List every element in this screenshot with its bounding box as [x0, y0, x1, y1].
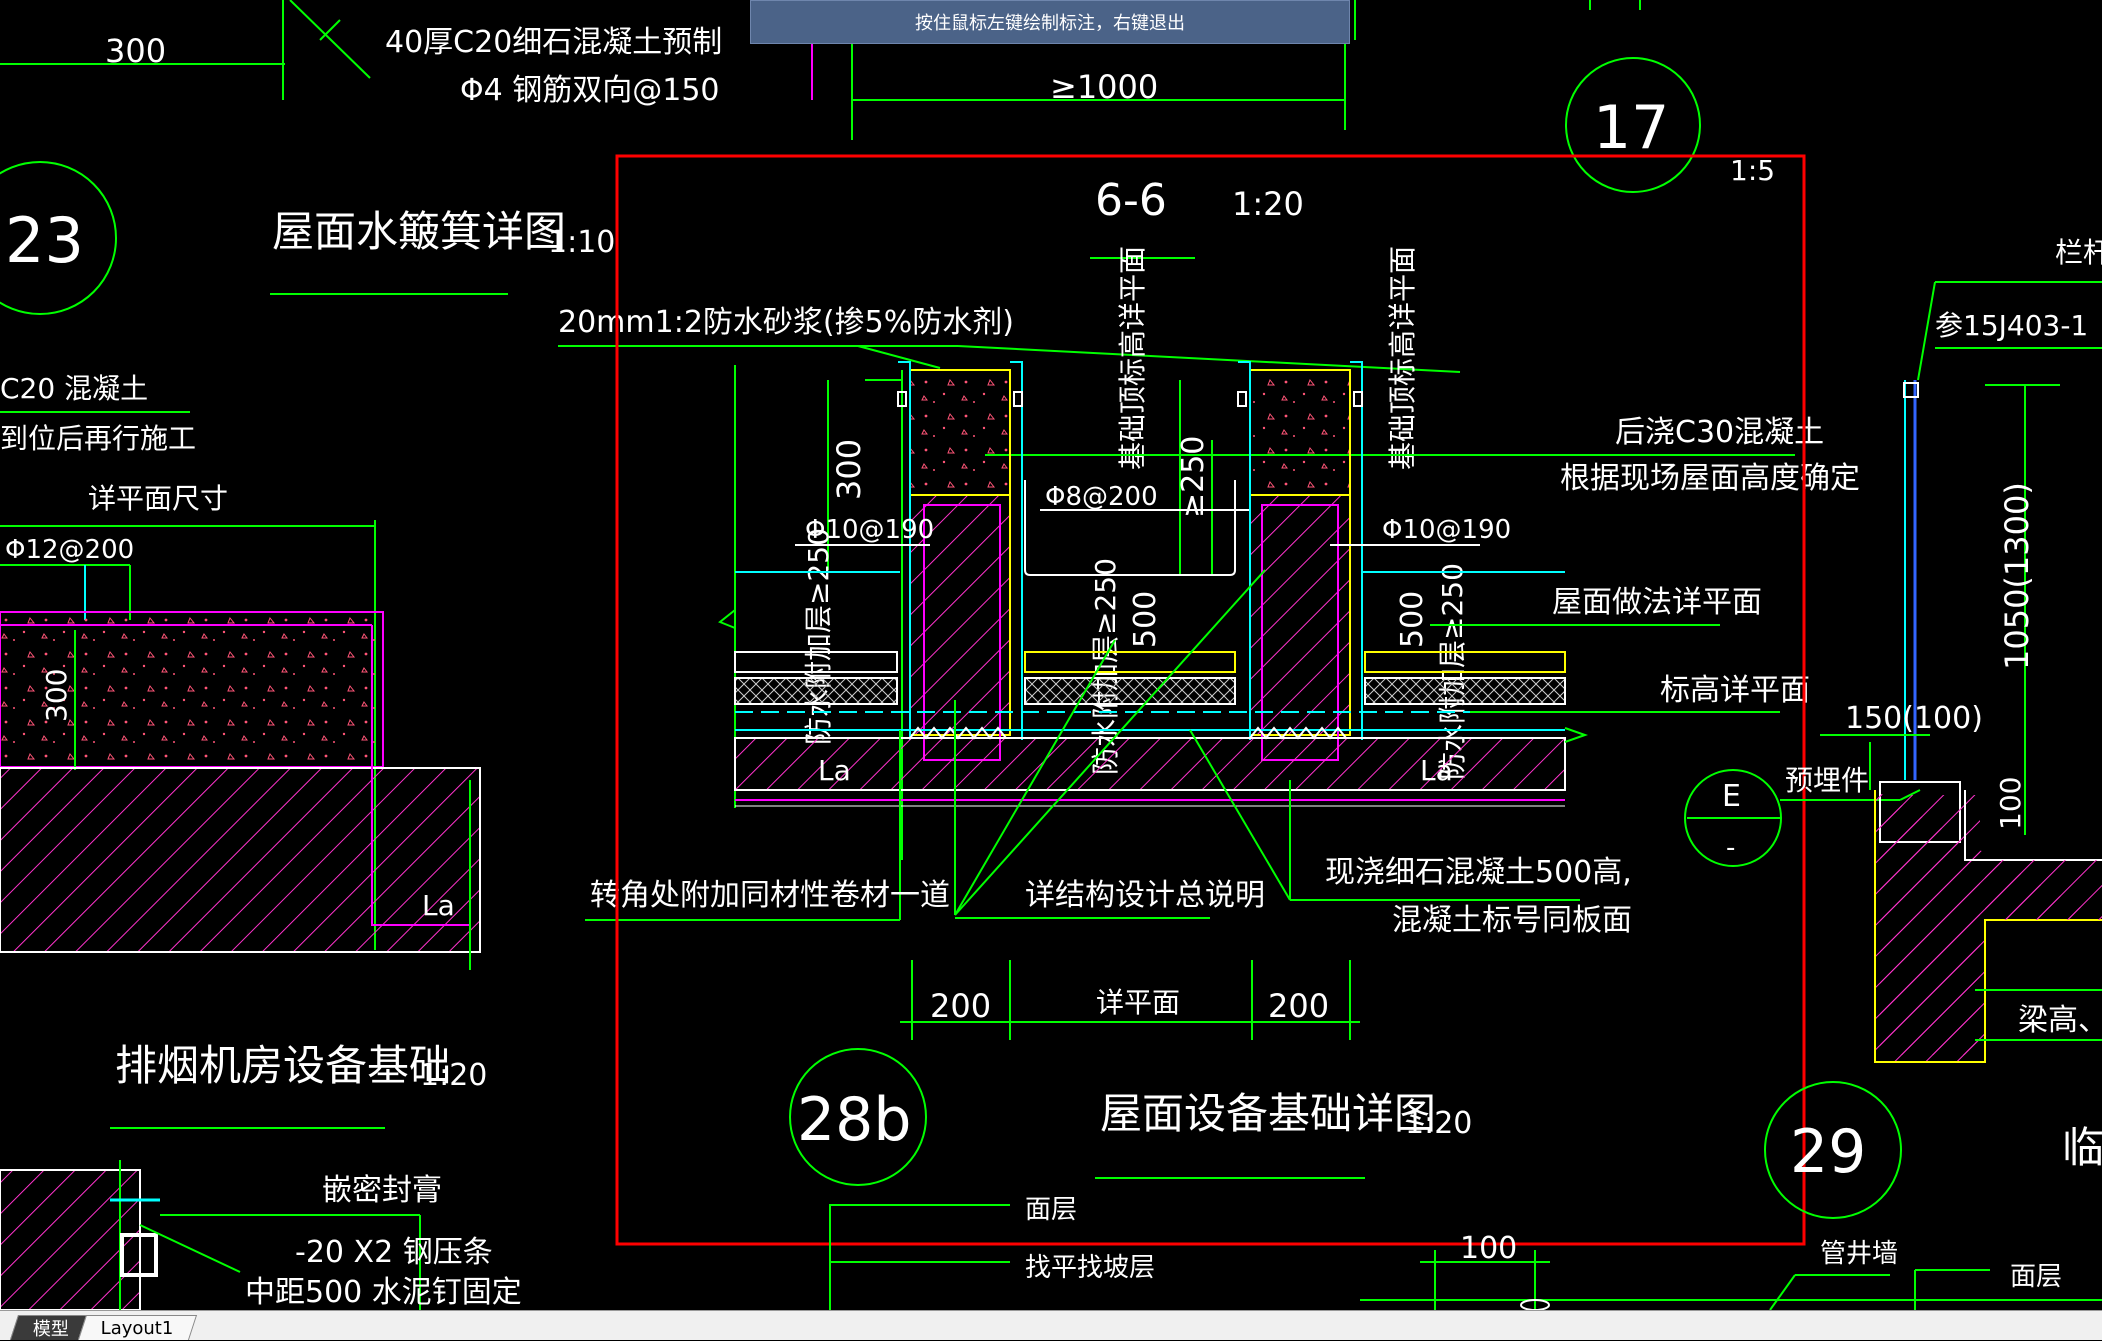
surface-label-2: 面层: [2010, 1262, 2062, 1292]
top-dim-300: 300: [105, 32, 166, 70]
bottom-annotations: 面层 找平找坡层 100 管井墙 面层: [829, 1195, 2102, 1310]
detail-28b-scale: 1:20: [1405, 1106, 1472, 1141]
cast-note-1: 现浇细石混凝土500高,: [1325, 855, 1632, 890]
marker-dash: -: [1726, 833, 1735, 863]
rebar-10-left: Φ10@190: [805, 515, 934, 545]
cast-note-2: 混凝土标号同板面: [1392, 903, 1632, 938]
section-scale: 1:20: [1232, 185, 1304, 223]
elev-left: 基础顶标高详平面: [1116, 246, 1149, 470]
steel-bar-note: -20 X2 钢压条: [295, 1235, 493, 1270]
dim-ge250-mid: ≥250: [1176, 436, 1211, 518]
dim-500-right: 500: [1395, 591, 1430, 648]
beam-label: 梁高、梁: [2018, 1003, 2102, 1038]
after-note: 到位后再行施工: [0, 422, 196, 455]
section-label: 6-6: [1095, 175, 1167, 226]
detail-23-title: 屋面水簸箕详图: [272, 207, 566, 256]
railing-label: 栏杆: [2055, 236, 2102, 269]
elev-right: 基础顶标高详平面: [1386, 246, 1419, 470]
detail-29-number: 29: [1790, 1117, 1866, 1187]
selection-rectangle[interactable]: [615, 154, 1806, 1246]
plan-size-note: 详平面尺寸: [88, 482, 228, 515]
section-6-6: 6-6 1:20 20mm1:2防水砂浆(掺5%防水剂) 基础顶标高详平面 基础…: [558, 175, 1860, 1186]
rebar-12: Φ12@200: [5, 535, 134, 565]
detail-23: 23 屋面水簸箕详图 1:10 C20 混凝土 到位后再行施工 详平面尺寸 Φ1…: [0, 161, 615, 970]
sealant-note: 嵌密封膏: [322, 1173, 442, 1208]
tab-layout1[interactable]: Layout1: [77, 1315, 197, 1340]
dim-ge1000: ≥1000: [1050, 68, 1158, 106]
railing-height: 1050(1300): [1998, 482, 2036, 670]
elev-plan: 标高详平面: [1660, 673, 1810, 708]
nail-note: 中距500 水泥钉固定: [245, 1275, 522, 1310]
tab-model-label: 模型: [32, 1319, 69, 1340]
detail-17-scale: 1:5: [1730, 154, 1775, 187]
detail-17-marker: 17 1:5: [1565, 57, 1775, 193]
bottom-dim-100: 100: [1460, 1231, 1517, 1266]
layout-tab-bar: 模型 Layout1: [0, 1310, 2102, 1340]
detail-23-dim-300: 300: [40, 669, 73, 722]
corner-note: 转角处附加同材性卷材一道: [590, 878, 950, 913]
c30-note: 后浇C30混凝土: [1615, 415, 1824, 450]
right-details: 栏杆 参15J403-1 1050(1300) 150(100) 预埋件 100…: [1684, 236, 2102, 1219]
roof-method: 屋面做法详平面: [1552, 585, 1762, 620]
height-note: 根据现场屋面高度确定: [1560, 461, 1860, 496]
marker-e: E: [1722, 779, 1741, 814]
mortar-note: 20mm1:2防水砂浆(掺5%防水剂): [558, 305, 1014, 340]
command-prompt-banner: 按住鼠标左键绘制标注，右键退出: [750, 0, 1350, 44]
ref-label: 参15J403-1: [1935, 309, 2088, 342]
ge250-left: 防水附加层≥250: [802, 528, 835, 745]
c20-note: C20 混凝土: [0, 372, 148, 405]
detail-28b-number: 28b: [797, 1085, 911, 1155]
precast-note-2: Φ4 钢筋双向@150: [460, 73, 720, 108]
dim-300: 300: [830, 439, 868, 500]
cad-drawing[interactable]: 300 40厚C20细石混凝土预制 Φ4 钢筋双向@150 ≥1000 17 1…: [0, 0, 2102, 1310]
slope-label: 找平找坡层: [1025, 1253, 1155, 1283]
top-annotations: 300 40厚C20细石混凝土预制 Φ4 钢筋双向@150 ≥1000: [0, 0, 1641, 140]
surface-label-1: 面层: [1025, 1195, 1077, 1225]
smoke-scale: 1:20: [420, 1058, 487, 1093]
tab-layout1-label: Layout1: [100, 1317, 174, 1339]
precast-note-1: 40厚C20细石混凝土预制: [385, 25, 722, 60]
rebar-8: Φ8@200: [1045, 482, 1158, 512]
dim-500-left: 500: [1128, 591, 1163, 648]
detail-23-number: 23: [5, 204, 84, 277]
detail-23-la: La: [422, 889, 455, 922]
dim-plan: 详平面: [1096, 986, 1180, 1019]
rebar-10-right: Φ10@190: [1382, 515, 1511, 545]
cad-model-space[interactable]: 300 40厚C20细石混凝土预制 Φ4 钢筋双向@150 ≥1000 17 1…: [0, 0, 2102, 1310]
pipe-wall-label: 管井墙: [1820, 1239, 1898, 1269]
dim-100: 100: [1994, 777, 2027, 830]
smoke-title: 排烟机房设备基础: [115, 1041, 451, 1090]
detail-28b-title: 屋面设备基础详图: [1100, 1089, 1436, 1138]
lin-label: 临: [2062, 1123, 2102, 1172]
dim-200-left: 200: [930, 987, 991, 1025]
la-right: La: [1420, 754, 1453, 787]
dim-200-right: 200: [1268, 987, 1329, 1025]
detail-23-scale: 1:10: [548, 225, 615, 260]
embed-label: 预埋件: [1785, 764, 1869, 797]
dim-150-100: 150(100): [1845, 701, 1983, 736]
detail-smoke-exhaust: 排烟机房设备基础 1:20 嵌密封膏 -20 X2 钢压条 中距500 水泥钉固…: [0, 1041, 522, 1310]
la-left: La: [818, 754, 851, 787]
struct-note: 详结构设计总说明: [1025, 878, 1265, 913]
detail-17-number: 17: [1593, 93, 1669, 163]
